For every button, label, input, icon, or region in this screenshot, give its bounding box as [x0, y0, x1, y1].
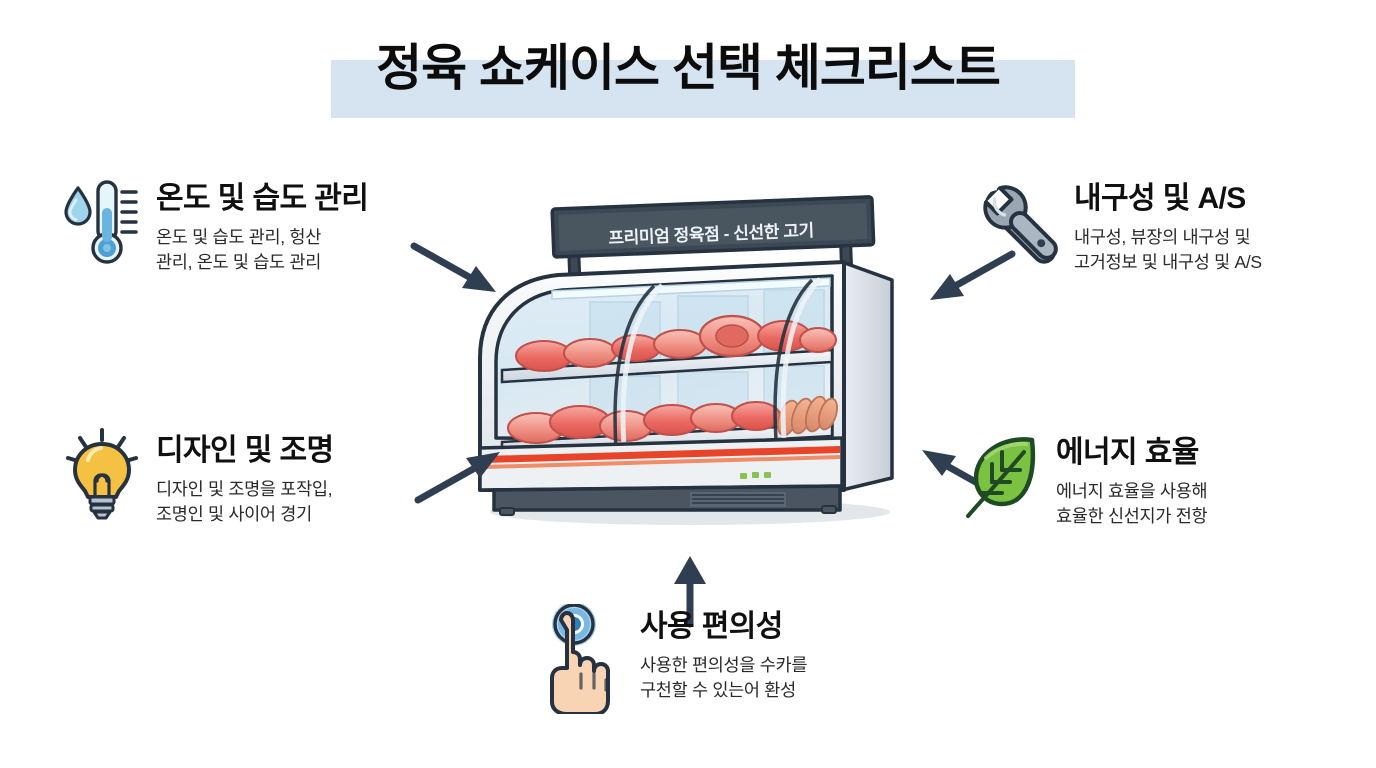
wrench-icon: [980, 176, 1060, 268]
checklist-item-durability-service: 내구성 및 A/S 내구성, 뷰장의 내구성 및 고거정보 및 내구성 및 A/…: [980, 176, 1262, 275]
page-title-wrap: 정육 쇼케이스 선택 체크리스트: [0, 38, 1376, 98]
item-description: 온도 및 습도 관리, 헝산 관리, 온도 및 습도 관리: [156, 226, 322, 272]
arrow-top-right: [930, 250, 1016, 300]
item-description: 사용한 편의성을 수카를 구천할 수 있는어 환성: [640, 654, 808, 700]
leaf-icon: [962, 430, 1042, 522]
showcase-accent-stripe: [484, 446, 840, 463]
checklist-item-ease-of-use: 사용 편의성 사용한 편의성을 수카를 구천할 수 있는어 환성: [540, 604, 807, 714]
item-text-block: 내구성 및 A/S 내구성, 뷰장의 내구성 및 고거정보 및 내구성 및 A/…: [1074, 176, 1262, 275]
thermometer-droplet-icon: [62, 176, 142, 268]
item-title: 디자인 및 조명: [156, 434, 334, 467]
showcase-plinth: [492, 484, 842, 512]
item-text-block: 온도 및 습도 관리 온도 및 습도 관리, 헝산 관리, 온도 및 습도 관리: [156, 176, 369, 275]
item-text-block: 에너지 효율 에너지 효율을 사용해 효율한 신선지가 전항: [1056, 430, 1208, 529]
title-highlight-band: [331, 60, 1075, 118]
checklist-item-design-lighting: 디자인 및 조명 디자인 및 조명을 포작입, 조명인 및 사이어 경기: [62, 428, 334, 527]
meat-display-showcase: [478, 195, 894, 525]
item-title: 내구성 및 A/S: [1074, 182, 1246, 215]
showcase-led-indicators: [740, 472, 771, 479]
item-description: 디자인 및 조명을 포작입, 조명인 및 사이어 경기: [156, 478, 333, 524]
showcase-upper-shelf: [500, 348, 834, 384]
showcase-right-panel: [840, 260, 894, 492]
showcase-foot-right: [821, 505, 837, 514]
checklist-item-temperature-humidity: 온도 및 습도 관리 온도 및 습도 관리, 헝산 관리, 온도 및 습도 관리: [62, 176, 369, 275]
meat-lower-shelf: [507, 395, 838, 444]
arrow-bottom-center: [674, 556, 706, 628]
showcase-sign: [550, 195, 876, 277]
tap-hand-icon: [540, 604, 626, 714]
item-description: 에너지 효율을 사용해 효율한 신선지가 전항: [1056, 480, 1208, 526]
arrow-bottom-left: [414, 452, 500, 504]
item-text-block: 사용 편의성 사용한 편의성을 수카를 구천할 수 있는어 환성: [640, 604, 807, 703]
checklist-item-energy-efficiency: 에너지 효율 에너지 효율을 사용해 효율한 신선지가 전항: [962, 430, 1208, 529]
lightbulb-icon: [62, 428, 142, 520]
item-title: 사용 편의성: [640, 610, 783, 643]
item-title: 온도 및 습도 관리: [156, 182, 369, 215]
showcase-led-strip: [551, 277, 831, 300]
showcase-vent: [690, 492, 786, 507]
showcase-mullion-2: [773, 278, 814, 441]
page-title: 정육 쇼케이스 선택 체크리스트: [376, 40, 1001, 96]
item-text-block: 디자인 및 조명 디자인 및 조명을 포작입, 조명인 및 사이어 경기: [156, 428, 334, 527]
item-title: 에너지 효율: [1056, 436, 1199, 469]
item-description: 내구성, 뷰장의 내구성 및 고거정보 및 내구성 및 A/S: [1074, 226, 1262, 272]
arrow-top-left: [410, 242, 496, 292]
showcase-mullion-1: [613, 284, 656, 449]
showcase-foot-left: [499, 507, 515, 516]
